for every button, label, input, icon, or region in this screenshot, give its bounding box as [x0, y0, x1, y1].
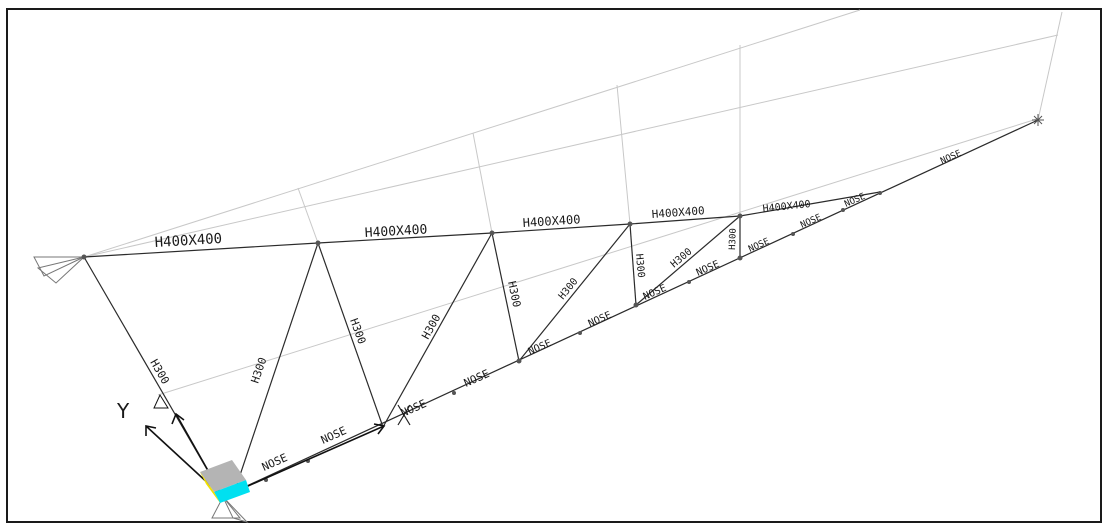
joint[interactable]	[737, 255, 743, 261]
reference-grid	[83, 9, 1063, 396]
bottom-chord[interactable]	[222, 119, 1039, 498]
member-label: H300	[249, 356, 270, 385]
joint[interactable]	[489, 230, 495, 236]
grid-post-3	[616, 84, 631, 225]
member-label: H300	[505, 280, 523, 309]
joint[interactable]	[791, 232, 795, 236]
member-label: NOSE	[747, 237, 771, 255]
member-label: H300	[347, 317, 368, 346]
web-member-4[interactable]	[382, 232, 493, 428]
axis-arrowhead-icon	[145, 425, 157, 436]
member-label: NOSE	[462, 367, 491, 390]
member-label: H400X400	[154, 231, 222, 251]
joint[interactable]	[516, 358, 522, 364]
left-support-icon	[33, 256, 85, 277]
member-label: NOSE	[799, 213, 823, 231]
web-member-2[interactable]	[234, 242, 319, 491]
axis-arrowhead-icon	[171, 412, 185, 425]
web-member-3[interactable]	[317, 242, 384, 428]
member-label: H300	[633, 253, 646, 278]
member-label: H300	[728, 228, 739, 250]
member-label: H400X400	[762, 199, 811, 215]
member-label: NOSE	[843, 192, 867, 210]
member-label: H400X400	[364, 222, 427, 241]
member-label: NOSE	[939, 149, 963, 167]
grid-post-5	[1037, 11, 1063, 121]
support-cube-icon	[200, 460, 250, 503]
bottom-support-shadow-icon	[222, 496, 249, 523]
web-member-5[interactable]	[491, 232, 520, 362]
joint[interactable]	[627, 221, 633, 227]
axis-arrowhead-icon	[373, 423, 386, 435]
web-member-6[interactable]	[518, 223, 631, 362]
joint[interactable]	[841, 208, 845, 212]
chord-labels: H400X400 H400X400 H400X400 H400X400 H400…	[154, 199, 811, 251]
joint[interactable]	[878, 191, 882, 195]
cross-marker-icon	[397, 404, 411, 426]
joint[interactable]	[578, 331, 582, 335]
web-labels: H300 H300 H300 H300 H300 H300 H300 H300 …	[147, 228, 738, 386]
axis-arrow-x-icon	[222, 425, 385, 498]
member-label: NOSE	[695, 259, 721, 279]
joint[interactable]	[737, 213, 743, 219]
truss-members	[83, 119, 1039, 498]
left-support-shadow-icon	[36, 256, 86, 284]
grid-line-upper	[83, 34, 1059, 258]
grid-line-lower	[157, 117, 1041, 396]
member-label: NOSE	[587, 310, 613, 330]
bottom-support-icon	[211, 496, 242, 519]
member-label: H400X400	[651, 204, 705, 221]
grid-post-1	[297, 187, 319, 244]
member-label: NOSE	[399, 397, 428, 420]
web-member-7[interactable]	[629, 223, 637, 306]
axis-triangle-icon	[153, 393, 169, 409]
axis-y-label: Y	[116, 399, 130, 423]
supports	[33, 256, 249, 523]
joint[interactable]	[81, 254, 87, 260]
grid-line-top	[83, 9, 861, 258]
joint[interactable]	[452, 391, 456, 395]
end-node-star-icon	[1032, 114, 1044, 126]
web-member-8[interactable]	[635, 215, 741, 306]
joint[interactable]	[687, 280, 691, 284]
bottom-labels: NOSE NOSE NOSE NOSE NOSE NOSE NOSE NOSE …	[260, 149, 963, 474]
member-label: H400X400	[522, 212, 581, 230]
member-label: NOSE	[527, 338, 553, 358]
joint[interactable]	[633, 302, 639, 308]
top-chord[interactable]	[83, 191, 881, 258]
grid-post-2	[472, 132, 493, 234]
joint[interactable]	[315, 240, 321, 246]
member-label: NOSE	[642, 283, 668, 303]
